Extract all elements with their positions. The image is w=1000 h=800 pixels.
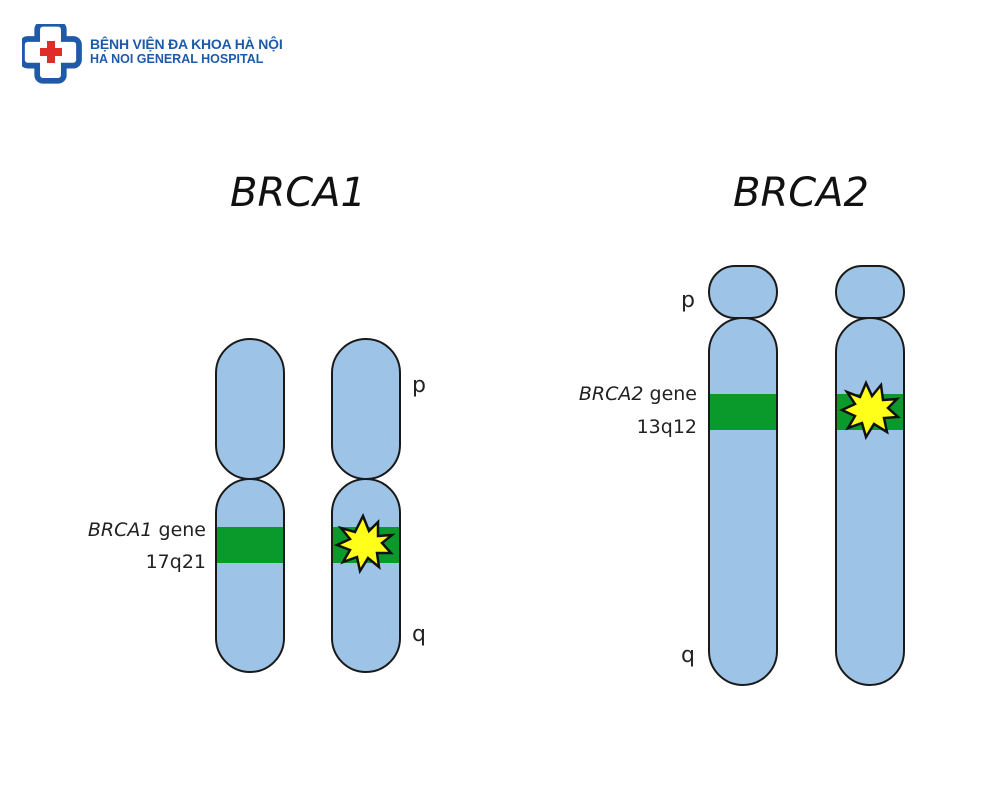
logo-text: BỆNH VIỆN ĐA KHOA HÀ NỘI HA NOI GENERAL … xyxy=(90,36,283,67)
brca1-gene-band xyxy=(217,527,283,563)
brca1-gene-label: BRCA1 gene xyxy=(88,519,206,541)
brca1-title: BRCA1 xyxy=(230,170,366,216)
brca1-chromosome-normal xyxy=(215,338,285,673)
mutation-burst-icon xyxy=(839,379,902,441)
brca1-q-arm-label: q xyxy=(412,622,426,647)
mutation-burst-icon xyxy=(333,512,396,575)
brca2-gene-label: BRCA2 gene xyxy=(579,383,697,405)
brca2-title: BRCA2 xyxy=(733,170,869,216)
brca1-chromosome-mutated xyxy=(331,338,401,673)
brca2-locus-label: 13q12 xyxy=(637,416,697,438)
brca2-chromosome-mutated xyxy=(835,265,905,686)
brca2-q-arm-label: q xyxy=(681,643,695,668)
brca1-locus-label: 17q21 xyxy=(146,551,206,573)
logo-name-english: HA NOI GENERAL HOSPITAL xyxy=(90,52,264,66)
brca2-p-arm-label: p xyxy=(681,288,695,313)
hospital-logo[interactable]: BỆNH VIỆN ĐA KHOA HÀ NỘI HA NOI GENERAL … xyxy=(22,24,283,84)
logo-name-vietnamese: BỆNH VIỆN ĐA KHOA HÀ NỘI xyxy=(90,36,283,52)
brca1-p-arm-label: p xyxy=(412,373,426,398)
brca2-chromosome-normal xyxy=(708,265,778,686)
medical-cross-icon xyxy=(22,24,82,84)
brca2-gene-band xyxy=(710,394,776,430)
